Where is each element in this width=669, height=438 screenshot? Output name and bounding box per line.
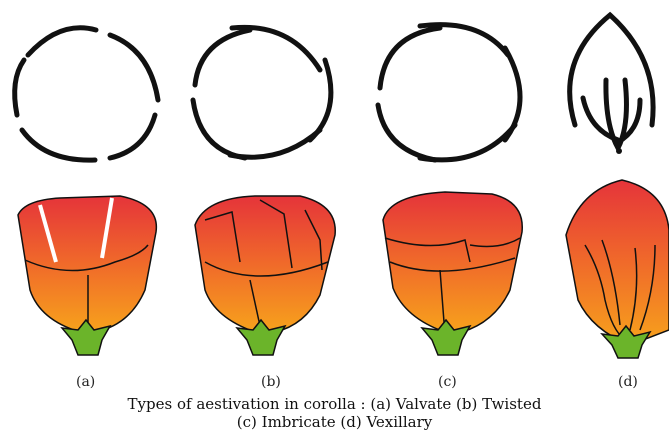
imbricate-diagram <box>378 25 520 160</box>
valvate-diagram <box>15 28 158 160</box>
panel-label-a: (a) <box>76 374 95 390</box>
twisted-flower <box>195 196 335 355</box>
vexillary-flower <box>566 180 669 358</box>
panel-label-c: (c) <box>438 374 457 390</box>
vexillary-diagram <box>570 15 653 154</box>
caption-line-1: Types of aestivation in corolla : (a) Va… <box>0 396 669 412</box>
panel-label-d: (d) <box>618 374 638 390</box>
panel-label-b: (b) <box>261 374 281 390</box>
twisted-diagram <box>193 27 331 158</box>
imbricate-flower <box>383 192 522 355</box>
caption-line-2: (c) Imbricate (d) Vexillary <box>0 414 669 430</box>
valvate-flower <box>18 196 156 355</box>
